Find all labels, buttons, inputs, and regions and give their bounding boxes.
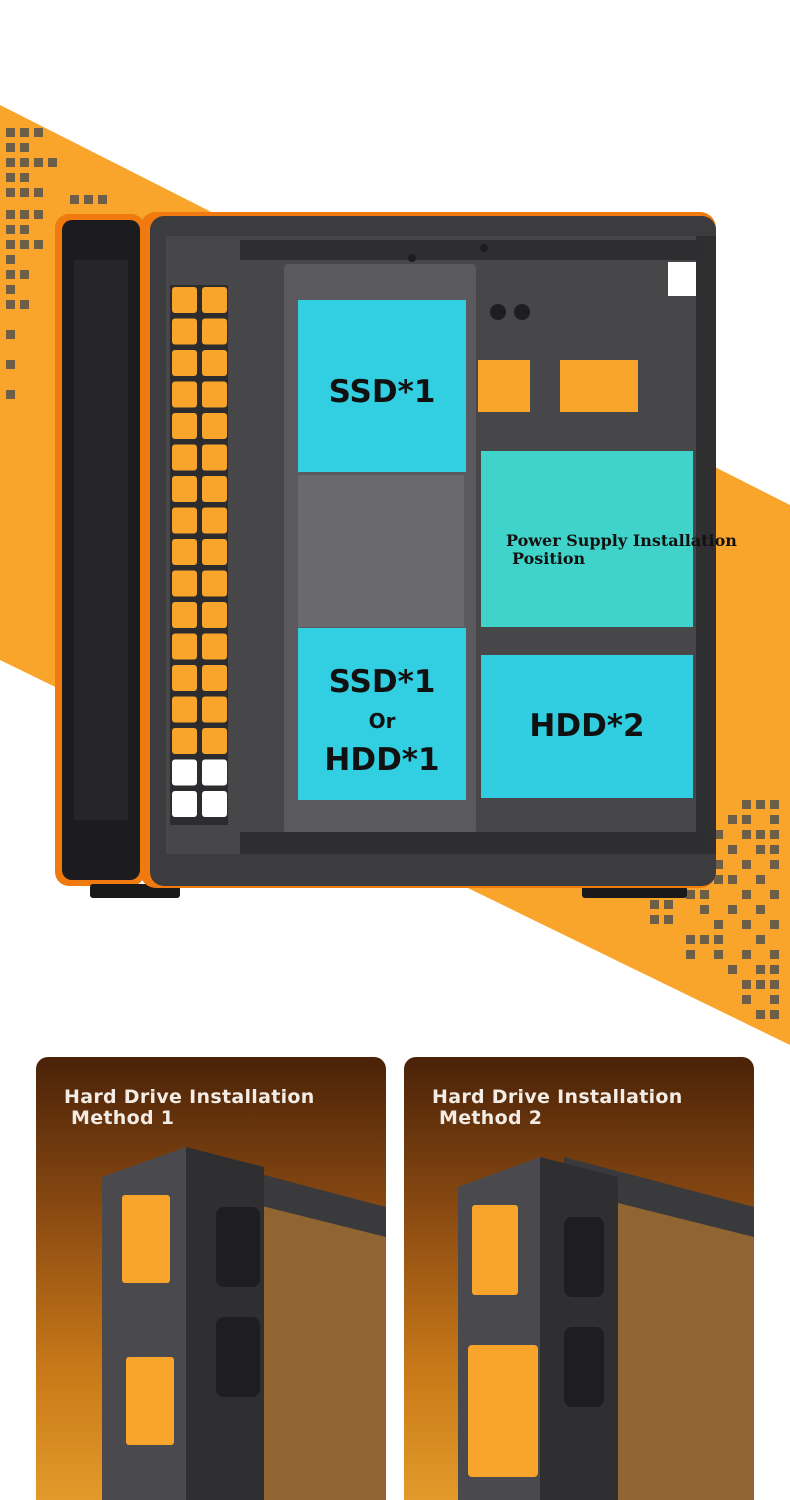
method-2-illustration <box>458 1157 754 1500</box>
cutout-hole <box>172 318 197 345</box>
cutout-hole <box>172 381 197 408</box>
cutout-hole <box>202 696 227 723</box>
method-2-title: Hard Drive Installation Method 2 <box>432 1086 683 1129</box>
cutout-hole <box>202 728 227 754</box>
cutout-hole <box>172 759 197 786</box>
cutout-hole <box>172 665 197 691</box>
cutout-hole <box>172 350 197 376</box>
cutout-hole <box>172 507 197 534</box>
or-label: Or <box>368 709 396 733</box>
ssd-or-hdd-slot <box>298 628 466 800</box>
psu-label-line1: Power Supply Installation <box>506 531 737 550</box>
ssd-bottom-label: SSD*1 <box>328 664 436 700</box>
method-1-title: Hard Drive Installation Method 1 <box>64 1086 315 1129</box>
cutout-hole <box>172 696 197 723</box>
cutout-hole <box>202 665 227 691</box>
ssd-top-slot <box>298 300 466 472</box>
cutout-hole <box>172 539 197 565</box>
cutout-hole <box>172 570 197 597</box>
psu-label-line2: Position <box>512 549 586 568</box>
hdd-bottom-label: HDD*1 <box>324 742 440 778</box>
cutout-hole <box>202 287 227 313</box>
ssd-top-label: SSD*1 <box>328 374 436 410</box>
cutout-hole <box>202 539 227 565</box>
cutout-hole <box>202 602 227 628</box>
method-1-card: Hard Drive Installation Method 1 <box>36 1057 386 1500</box>
cutout-hole <box>172 728 197 754</box>
cutout-hole <box>202 350 227 376</box>
cutout-hole <box>202 444 227 471</box>
cutout-hole <box>202 759 227 786</box>
cutout-hole <box>202 318 227 345</box>
psu-position <box>481 451 693 627</box>
hdd-large-mounted <box>468 1345 538 1477</box>
cutout-hole <box>172 444 197 471</box>
pc-case-side-view <box>55 212 716 898</box>
cutout-hole <box>172 633 197 660</box>
hdd-right-slot <box>481 655 693 798</box>
cutout-hole <box>172 791 197 817</box>
hdd-mounted-top <box>122 1195 170 1283</box>
hdd-mounted-top <box>472 1205 518 1295</box>
cutout-hole <box>172 602 197 628</box>
cutout-hole <box>202 791 227 817</box>
cutout-hole <box>202 381 227 408</box>
method-2-card: Hard Drive Installation Method 2 <box>404 1057 754 1500</box>
pixel-pattern-right <box>650 800 779 1019</box>
cutout-hole <box>202 413 227 439</box>
cutout-hole <box>172 287 197 313</box>
hdd-mounted-bottom <box>126 1357 174 1445</box>
pixel-pattern-left <box>6 128 107 399</box>
method-1-illustration <box>102 1147 386 1500</box>
cutout-hole <box>202 476 227 502</box>
cutout-hole <box>172 413 197 439</box>
cutout-hole <box>202 570 227 597</box>
cutout-hole <box>202 507 227 534</box>
hdd-right-label: HDD*2 <box>529 708 645 744</box>
cutout-hole <box>202 633 227 660</box>
cutout-hole <box>172 476 197 502</box>
